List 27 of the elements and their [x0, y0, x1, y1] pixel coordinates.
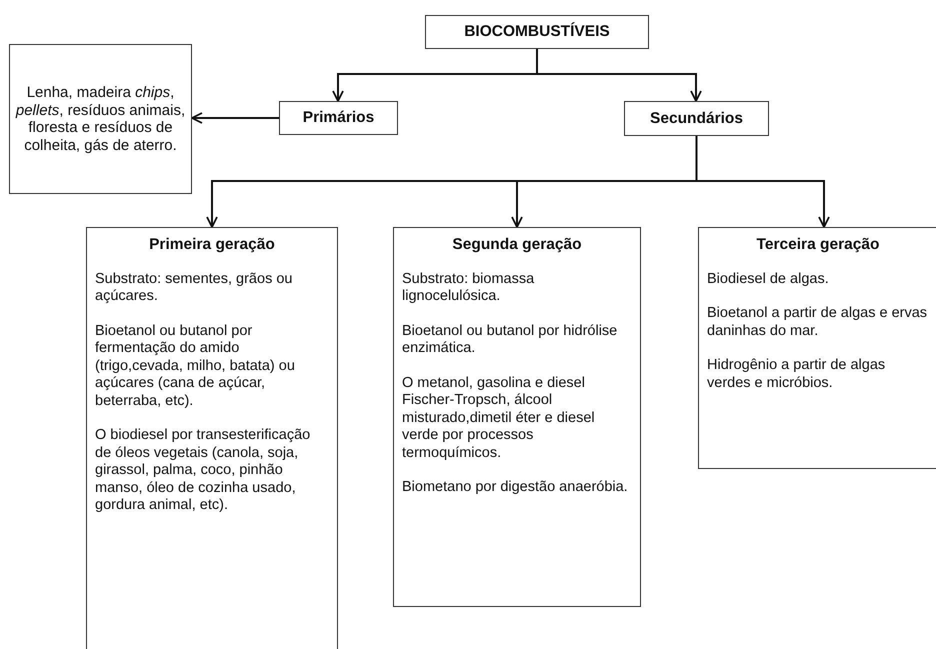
box-paragraph: O metanol, gasolina e diesel Fischer-Tropsch, álcool misturado,dimetil éter e diesel verde por processos termoquímicos. [402, 374, 596, 462]
category-box [425, 15, 649, 49]
arrow [696, 136, 830, 228]
box-label: Lenha, madeira chips, pellets, resíduos animais, floresta e resíduos de colheita, gás de aterro. [14, 84, 186, 154]
box-paragraph: Bioetanol ou butanol por hidrólise enzimática. [402, 322, 618, 358]
generation-box [86, 227, 338, 649]
box-paragraph: O biodiesel por transesterificação de óleos vegetais (canola, soja, girassol, palma, coco, pinhão manso, óleo de cozinha usado, gordura animal, etc). [95, 427, 312, 514]
box-label: Secundários [650, 110, 744, 128]
box-paragraph: Biodiesel de algas. [707, 270, 830, 288]
box-heading: Terceira geração [756, 236, 880, 254]
arrow [191, 112, 279, 124]
arrow [536, 49, 702, 102]
box-paragraph: Biometano por digestão anaeróbia. [402, 479, 629, 496]
category-box [624, 101, 769, 136]
box-paragraph: Bioetanol a partir de algas e ervas daninhas do mar. [707, 305, 928, 340]
box-heading: Segunda geração [451, 236, 583, 254]
box-label: BIOCOMBUSTÍVEIS [464, 23, 610, 41]
generation-box [698, 227, 936, 469]
box-paragraph: Bioetanol ou butanol por fermentação do amido (trigo,cevada, milho, batata) ou açúcares (cana de açúcar, beterraba, etc). [95, 322, 296, 410]
category-box [279, 101, 398, 135]
box-label: Primários [302, 109, 374, 127]
generation-box [393, 227, 641, 607]
box-heading: Primeira geração [148, 236, 276, 254]
box-paragraph: Substrato: sementes, grãos ou açúcares. [95, 270, 294, 306]
examples-box [9, 44, 192, 194]
box-paragraph: Hidrogênio a partir de algas verdes e micróbios. [707, 357, 886, 392]
box-paragraph: Substrato: biomassa lignocelulósica. [402, 270, 536, 306]
